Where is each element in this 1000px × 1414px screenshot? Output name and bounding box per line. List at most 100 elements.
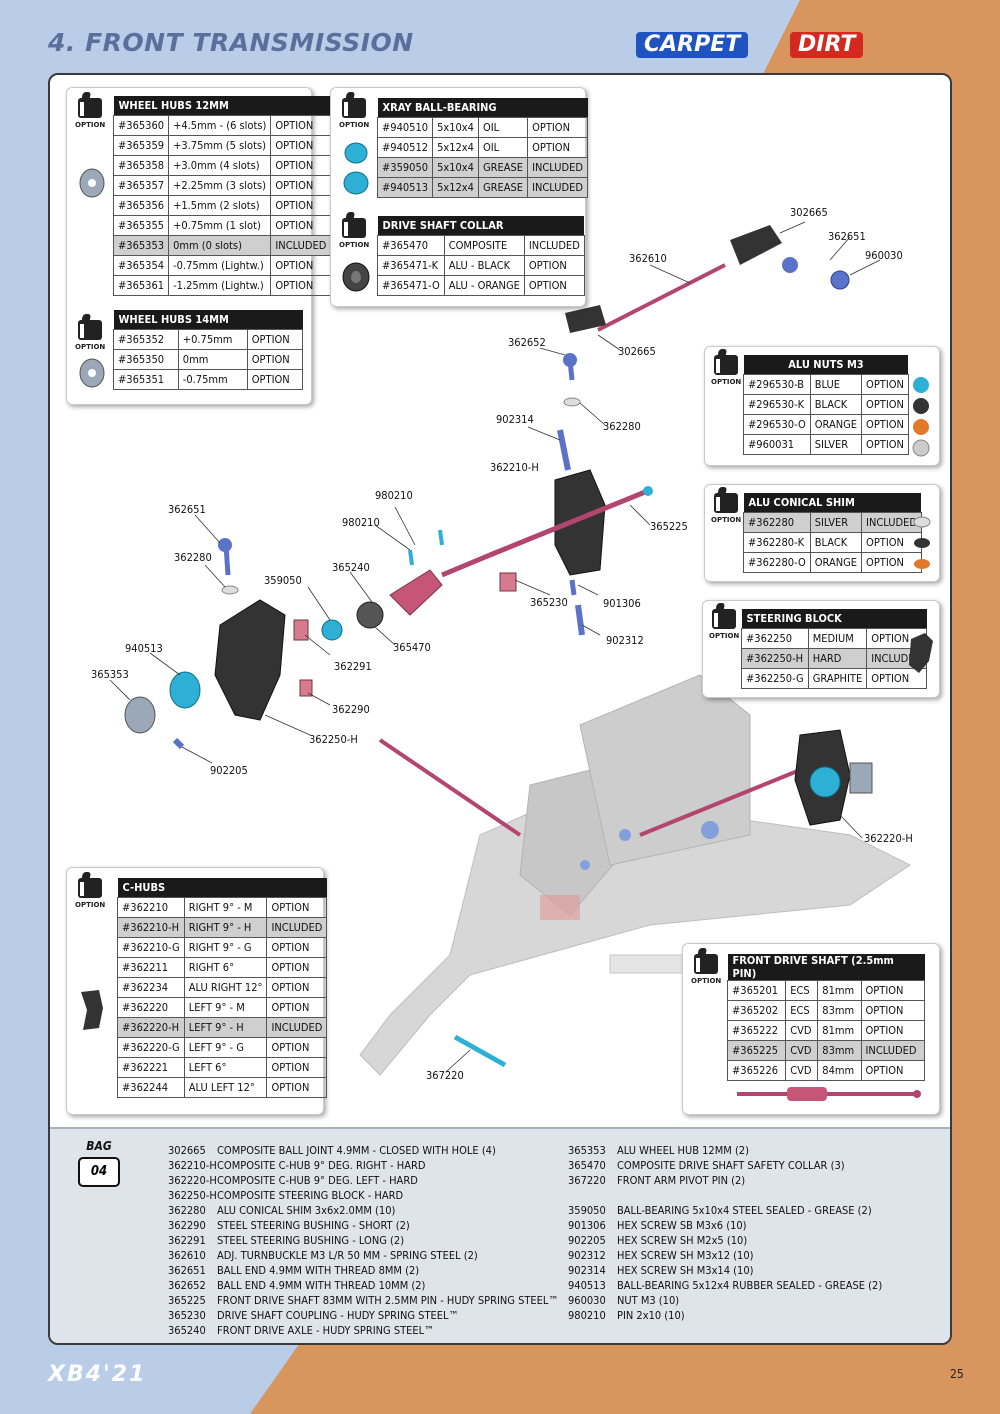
option-marker: OPTION [691, 954, 721, 985]
carpet-badge: CARPET [636, 32, 749, 58]
thumbs-up-icon [694, 954, 718, 974]
callout-362651-b: 362651 [168, 503, 206, 516]
bag-label: BAG [86, 1139, 112, 1153]
c-hub-thumbnail [81, 990, 103, 1030]
table-row: #365361-1.25mm (Lightw.)OPTION [112, 275, 332, 296]
alu-nuts-thumbnails [912, 377, 930, 457]
callout-362250-h: 362250-H [309, 733, 358, 746]
thumbs-up-icon [78, 320, 102, 340]
callout-365470: 365470 [393, 641, 431, 654]
collar-thumbnail [342, 262, 370, 292]
thumbs-up-icon [342, 218, 366, 238]
wheel-hubs-12-table: WHEEL HUBS 12MM #365360+4.5mm - (6 slots… [112, 96, 332, 296]
list-item: 362220-HCOMPOSITE C-HUB 9° DEG. LEFT - H… [168, 1174, 418, 1187]
bag-marker: BAG 04 [74, 1139, 124, 1187]
list-item: 362250-HCOMPOSITE STEERING BLOCK - HARD [168, 1189, 404, 1202]
callout-980210: 980210 [375, 489, 413, 502]
option-marker: OPTION [709, 609, 739, 640]
drive-shaft-thumbnail [737, 1087, 921, 1101]
table-row: #365357+2.25mm (3 slots)OPTION [112, 175, 332, 196]
callout-365225: 365225 [650, 520, 688, 533]
table-row: #365360+4.5mm - (6 slots)OPTION [112, 115, 332, 136]
table-row: #365355+0.75mm (1 slot)OPTION [112, 215, 332, 236]
wheel-hub-thumbnail [79, 168, 105, 198]
table-row: #365354-0.75mm (Lightw.)OPTION [112, 255, 332, 276]
callout-901306: 901306 [603, 597, 641, 610]
wheel-hubs-box: OPTION WHEEL HUBS 12MM #365360+4.5mm - (… [66, 87, 332, 405]
c-hub-assembly [794, 729, 873, 826]
wheel-hub-thumbnail [79, 358, 105, 388]
thumbs-up-icon [712, 609, 736, 629]
callout-302665: 302665 [790, 206, 828, 219]
bag-number: 04 [78, 1157, 120, 1187]
chassis-drawing [359, 674, 911, 1076]
content-frame: 302665 362651 960030 362610 362652 30266… [48, 73, 952, 1345]
table-title: STEERING BLOCK [741, 609, 927, 629]
dirt-badge: DIRT [790, 32, 864, 58]
thumbs-up-icon [342, 98, 366, 118]
callout-367220: 367220 [426, 1069, 464, 1082]
thumbs-up-icon [78, 98, 102, 118]
callout-365240: 365240 [332, 561, 370, 574]
thumbs-up-icon [714, 493, 738, 513]
option-marker: OPTION [75, 320, 105, 351]
steering-block-thumbnail [909, 633, 933, 673]
option-marker: OPTION [75, 878, 105, 909]
table-title: ALU NUTS M3 [743, 355, 909, 375]
table-title: WHEEL HUBS 12MM [113, 96, 331, 116]
callout-362280: 362280 [603, 420, 641, 433]
callout-359050: 359050 [264, 574, 302, 587]
